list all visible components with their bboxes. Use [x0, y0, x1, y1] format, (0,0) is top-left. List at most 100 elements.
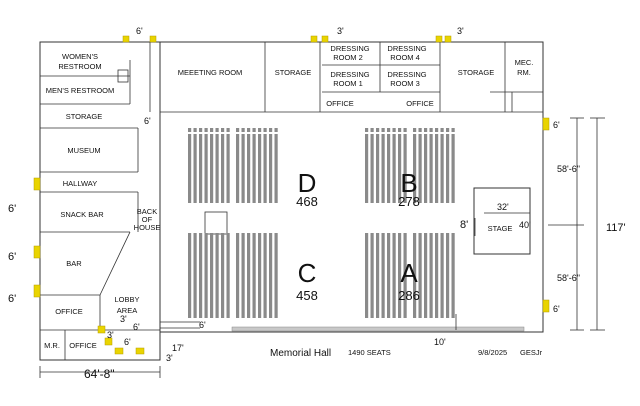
door-left-2	[33, 245, 41, 259]
section-d-seats: 468	[296, 194, 318, 209]
room-womens-line1: WOMEN'S	[62, 52, 98, 61]
seat-column-lower-right	[365, 233, 369, 318]
seat-column-lower-left	[274, 233, 278, 318]
room-dressing-3-b: ROOM 3	[390, 79, 420, 88]
dim-top-left-door: 6'	[136, 26, 143, 36]
room-back-of-house-2: OF	[142, 215, 153, 224]
seat-front-row	[188, 128, 192, 132]
seat-column-lower-left	[210, 233, 214, 318]
seat-column-lower-left	[221, 233, 225, 318]
seat-front-row	[236, 128, 240, 132]
room-stage: STAGE	[488, 224, 513, 233]
section-d-letter: D	[298, 168, 317, 198]
dim-total-depth: 117'	[606, 222, 626, 234]
dim-top-right-door: 3'	[457, 26, 464, 36]
seat-column-upper-left	[188, 134, 192, 203]
seat-column-lower-right	[446, 233, 450, 318]
seat-column-lower-left	[188, 233, 192, 318]
seat-column-upper-right	[446, 134, 450, 203]
seat-column-upper-left	[269, 134, 273, 203]
seat-column-upper-right	[387, 134, 391, 203]
dim-lobby-door: 6'	[199, 320, 206, 330]
dim-lower-half: 58'-6"	[557, 273, 580, 283]
seat-column-lower-right	[418, 233, 422, 318]
seat-front-row	[215, 128, 219, 132]
seat-column-upper-right	[365, 134, 369, 203]
room-mens: MEN'S RESTROOM	[46, 86, 115, 95]
room-dressing-2-a: DRESSING	[330, 44, 369, 53]
seat-column-lower-left	[226, 233, 230, 318]
seat-front-row	[413, 128, 417, 132]
room-storage-top: STORAGE	[275, 68, 312, 77]
seat-column-lower-left	[269, 233, 273, 318]
seat-front-row	[199, 128, 203, 132]
seat-front-row	[398, 128, 402, 132]
room-meeting: MEEETING ROOM	[178, 68, 243, 77]
room-back-of-house-3: HOUSE	[134, 223, 161, 232]
room-bar: BAR	[66, 259, 82, 268]
seat-front-row	[247, 128, 251, 132]
room-womens-line2: RESTROOM	[58, 62, 101, 71]
seat-front-row	[451, 128, 455, 132]
seat-column-upper-left	[226, 134, 230, 203]
room-storage-left: STORAGE	[66, 112, 103, 121]
room-office-bottom: OFFICE	[69, 341, 97, 350]
seat-column-lower-left	[204, 233, 208, 318]
seat-column-lower-right	[429, 233, 433, 318]
seat-column-lower-right	[424, 233, 428, 318]
seat-front-row	[435, 128, 439, 132]
dim-bottom-17: 17'	[172, 343, 184, 353]
section-a-letter: A	[400, 258, 418, 288]
seat-column-lower-right	[451, 233, 455, 318]
seat-column-lower-left	[252, 233, 256, 318]
seat-front-row	[376, 128, 380, 132]
dim-bottom-door: 6'	[124, 337, 131, 347]
seat-column-upper-right	[424, 134, 428, 203]
room-office-left: OFFICE	[55, 307, 83, 316]
seat-front-row	[221, 128, 225, 132]
seat-front-row	[263, 128, 267, 132]
section-c-seats: 458	[296, 288, 318, 303]
dim-lobby-small-1: 3'	[120, 314, 127, 324]
seat-column-lower-right	[435, 233, 439, 318]
plan-title: Memorial Hall	[270, 348, 331, 359]
seat-column-lower-right	[398, 233, 402, 318]
room-museum: MUSEUM	[67, 146, 100, 155]
seat-front-row	[446, 128, 450, 132]
room-lobby-1: LOBBY	[114, 295, 139, 304]
seat-front-row	[387, 128, 391, 132]
room-lobby-2: AREA	[117, 306, 137, 315]
plan-date: 9/8/2025	[478, 348, 507, 357]
seat-front-row	[418, 128, 422, 132]
seat-column-upper-right	[392, 134, 396, 203]
door-left-3	[33, 284, 41, 298]
seat-column-upper-left	[199, 134, 203, 203]
dim-right-door-bottom: 6'	[553, 304, 560, 314]
doors	[33, 35, 550, 355]
door-top-right-2	[444, 35, 452, 43]
room-storage-right: STORAGE	[458, 68, 495, 77]
dim-overall-width: 64'-8"	[84, 367, 115, 381]
dim-meeting-door: 6'	[144, 116, 151, 126]
seat-front-row	[440, 128, 444, 132]
seat-column-upper-right	[403, 134, 407, 203]
seat-column-upper-right	[370, 134, 374, 203]
room-back-of-house-1: BACK	[137, 207, 157, 216]
seat-front-row	[365, 128, 369, 132]
section-b-seats: 278	[398, 194, 420, 209]
seat-column-lower-right	[440, 233, 444, 318]
seat-front-row	[392, 128, 396, 132]
dim-left-door-3: 6'	[8, 293, 16, 305]
dim-stage-gap: 8'	[460, 219, 468, 231]
seat-front-row	[370, 128, 374, 132]
seat-column-upper-left	[210, 134, 214, 203]
seat-column-upper-right	[418, 134, 422, 203]
door-top-mid-1	[310, 35, 318, 43]
section-b-letter: B	[400, 168, 417, 198]
room-dressing-1-b: ROOM 1	[333, 79, 363, 88]
section-a-seats: 286	[398, 288, 420, 303]
seat-column-upper-left	[215, 134, 219, 203]
door-bottom-1	[114, 347, 124, 355]
dim-left-door-2: 6'	[8, 251, 16, 263]
